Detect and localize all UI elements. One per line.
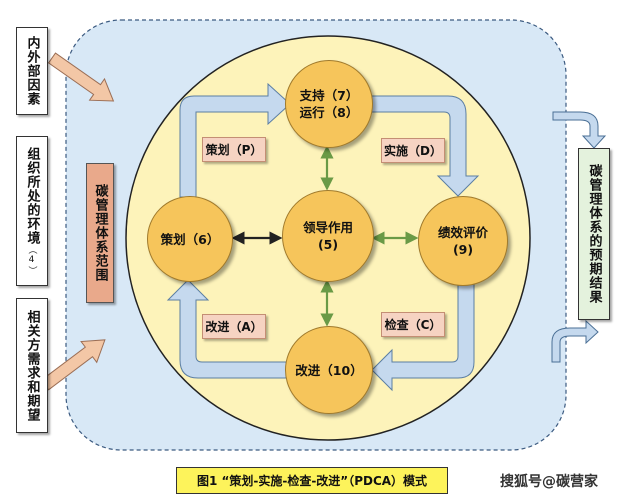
organization-context-ref: （4）: [26, 244, 37, 276]
node-support-operation: 支持（7） 运行（8）: [285, 60, 373, 148]
system-scope-label: 碳管理体系范围: [92, 184, 108, 282]
output-arrow-bottom: [551, 319, 599, 363]
input-arrow-bottom: [40, 339, 106, 391]
cycle-arrow-act-to-plan: [166, 279, 287, 379]
node-improvement-label: 改进（10）: [295, 362, 363, 378]
node-improvement: 改进（10）: [285, 326, 373, 414]
organization-context-label: 组织所处的环境（4）: [24, 146, 40, 276]
node-planning: 策划（6）: [147, 196, 233, 282]
cycle-arrow-check-to-act: [371, 281, 475, 392]
internal-external-factors-label: 内外部因素: [24, 36, 40, 106]
node-leadership-label: 领导作用: [302, 220, 353, 235]
node-support-label: 支持（7）: [299, 88, 359, 103]
organization-context-box: 组织所处的环境（4）: [16, 136, 48, 286]
output-arrow-top: [552, 111, 607, 149]
node-operation-label: 运行（8）: [299, 105, 359, 120]
phase-tag-act: 改进（A）: [202, 314, 266, 339]
cycle-arrow-plan-to-do: [179, 82, 291, 198]
expected-results-label: 碳管理体系的预期结果: [586, 164, 602, 304]
watermark-text: 搜狐号@碳营家: [500, 474, 598, 490]
figure-caption: 图1 “策划-实施-检查-改进”（PDCA）模式: [176, 467, 448, 494]
node-planning-label: 策划（6）: [160, 231, 220, 247]
system-scope-box: 碳管理体系范围: [86, 163, 114, 303]
phase-tag-do: 实施（D）: [381, 138, 445, 163]
expected-results-box: 碳管理体系的预期结果: [578, 148, 610, 320]
phase-tag-check: 检查（C）: [381, 312, 445, 337]
stakeholder-needs-box: 相关方需求和期望: [16, 298, 48, 433]
node-leadership-ref: (5): [317, 237, 339, 252]
stakeholder-needs-label: 相关方需求和期望: [24, 309, 40, 422]
node-leadership: 领导作用 (5): [282, 190, 374, 282]
input-arrow-top: [47, 52, 115, 102]
phase-tag-plan: 策划（P）: [202, 137, 266, 162]
internal-external-factors-box: 内外部因素: [16, 27, 48, 115]
node-evaluation-ref: (9): [452, 242, 474, 257]
cycle-arrow-do-to-check: [369, 95, 480, 197]
node-performance-evaluation: 绩效评价 (9): [418, 196, 508, 286]
node-evaluation-label: 绩效评价: [437, 225, 488, 240]
